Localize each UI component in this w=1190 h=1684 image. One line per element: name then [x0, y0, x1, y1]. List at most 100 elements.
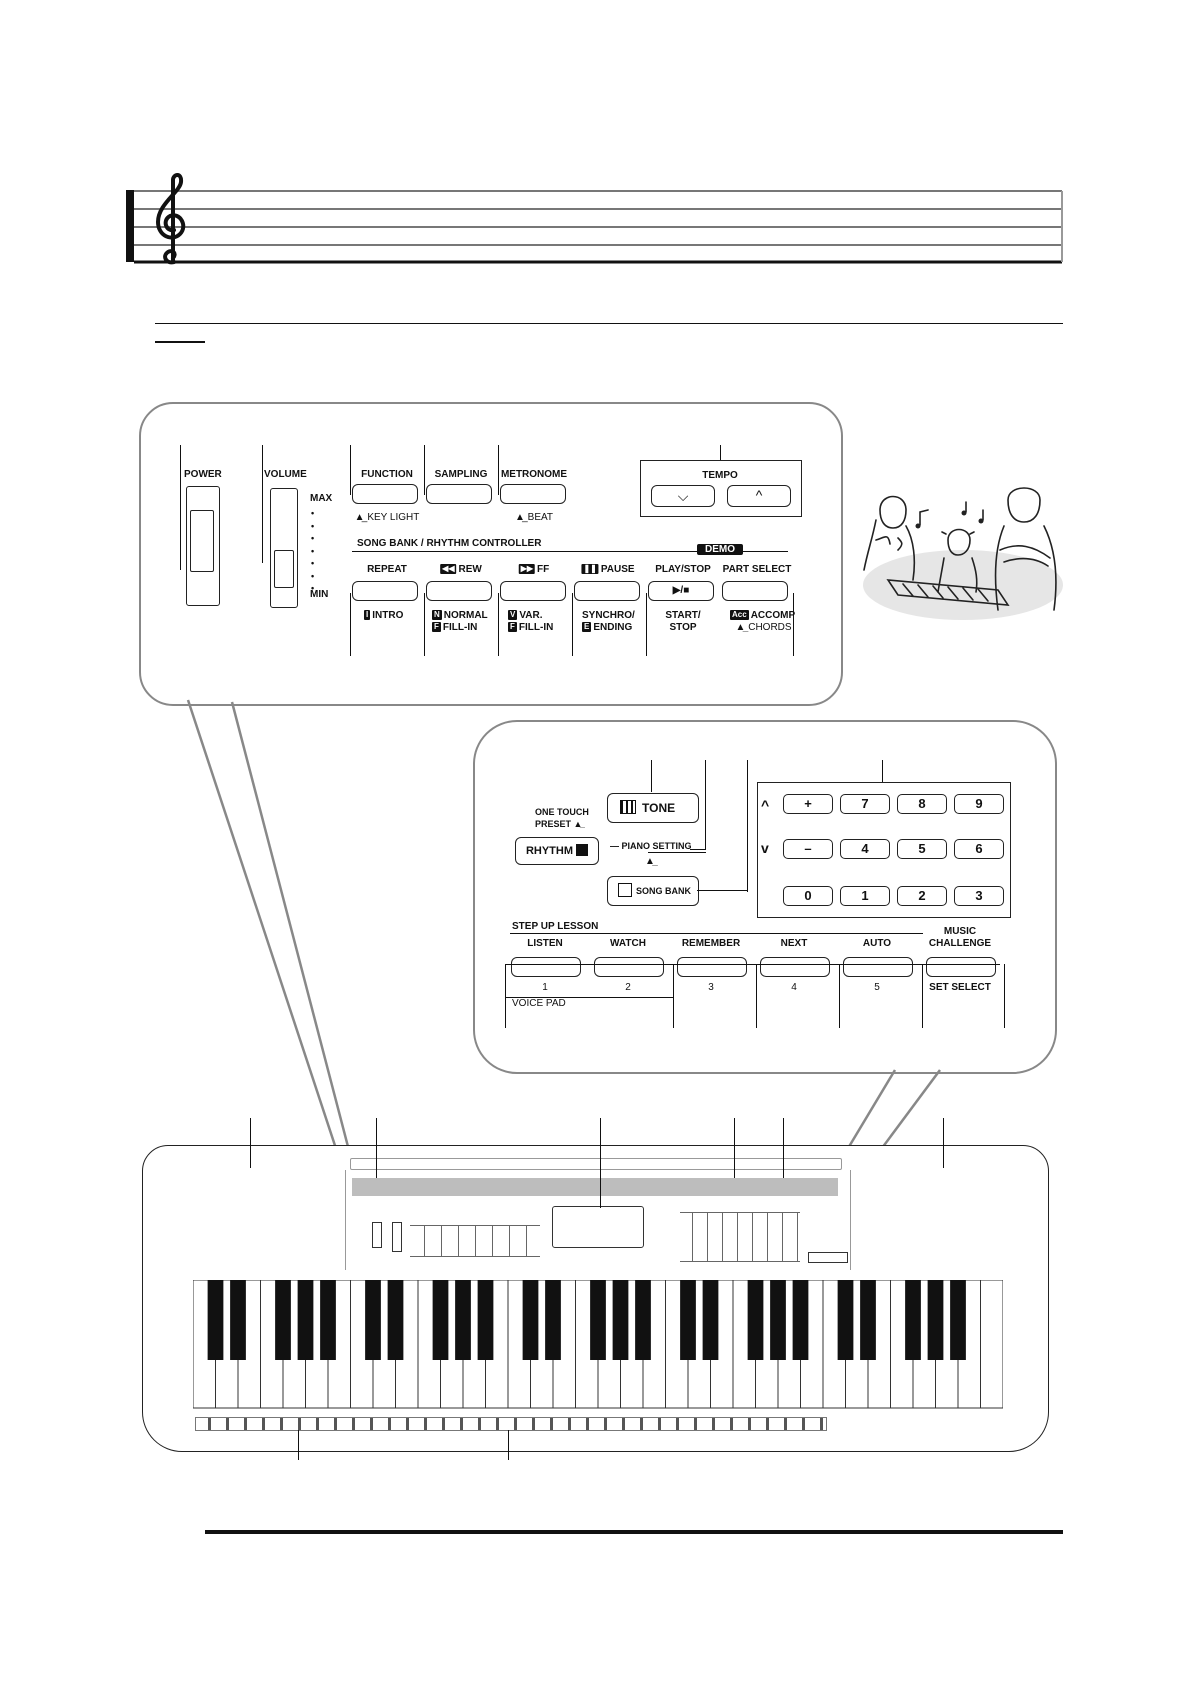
- listen-label: LISTEN: [527, 938, 563, 949]
- key-9[interactable]: 9: [954, 794, 1004, 814]
- leader-tempo: [720, 445, 721, 460]
- key-light-label: ▲̲ KEY LIGHT: [354, 512, 420, 523]
- key-minus[interactable]: –: [783, 839, 833, 859]
- section-rule: [155, 323, 1063, 324]
- tempo-down-button[interactable]: ⌵: [651, 485, 715, 507]
- volume-label: VOLUME: [264, 469, 307, 480]
- tone-button[interactable]: TONE: [607, 793, 699, 823]
- volume-slider-knob[interactable]: [274, 550, 294, 588]
- key-light-text: KEY LIGHT: [367, 512, 420, 523]
- rhythm-button[interactable]: RHYTHM: [515, 837, 599, 865]
- power-knob[interactable]: [190, 510, 214, 572]
- black-key: [747, 1280, 764, 1360]
- volume-max-label: MAX: [310, 493, 333, 504]
- leader-power: [180, 445, 181, 570]
- leader-pause: [572, 593, 573, 656]
- auto-button[interactable]: [843, 957, 913, 977]
- leader-function: [350, 445, 351, 495]
- remember-button[interactable]: [677, 957, 747, 977]
- preset-label: PRESET ▲̲: [535, 819, 583, 829]
- key-plus[interactable]: +: [783, 794, 833, 814]
- rhythm-icon: [576, 844, 589, 856]
- sampling-button[interactable]: [426, 484, 492, 504]
- start-text: START/: [665, 610, 701, 621]
- step-up-label: STEP UP LESSON: [512, 921, 599, 932]
- songbank-leader-h: [697, 890, 747, 891]
- volume-slider-track[interactable]: [270, 488, 298, 608]
- mini-volume: [392, 1222, 402, 1252]
- song-bank-icon: [618, 883, 632, 897]
- key-0[interactable]: 0: [783, 886, 833, 906]
- leader-kb-tone: [783, 1118, 784, 1178]
- leader-rew: [424, 593, 425, 656]
- key-7[interactable]: 7: [840, 794, 890, 814]
- rew-button[interactable]: [426, 581, 492, 601]
- pad-1-label: 1: [542, 982, 548, 993]
- black-key: [950, 1280, 966, 1360]
- one-touch-label: ONE TOUCH: [535, 807, 589, 817]
- bottom-strip: [195, 1417, 827, 1431]
- function-label: FUNCTION: [361, 469, 413, 480]
- metronome-label: METRONOME: [500, 469, 568, 480]
- ff-button[interactable]: [500, 581, 566, 601]
- black-key: [545, 1280, 561, 1360]
- next-button[interactable]: [760, 957, 830, 977]
- key-1[interactable]: 1: [840, 886, 890, 906]
- key-5[interactable]: 5: [897, 839, 947, 859]
- black-key: [905, 1280, 921, 1360]
- song-bank-button[interactable]: SONG BANK: [607, 876, 699, 906]
- black-key: [612, 1280, 629, 1360]
- controller-rule: [352, 551, 788, 552]
- key-6[interactable]: 6: [954, 839, 1004, 859]
- power-label: POWER: [184, 469, 222, 480]
- white-key: [980, 1280, 1003, 1409]
- metronome-button[interactable]: [500, 484, 566, 504]
- leader-sampling: [424, 445, 425, 495]
- family-illustration: [863, 487, 1063, 620]
- fill-text: FILL-IN: [442, 622, 478, 633]
- keyboard-sticker: [808, 1252, 848, 1263]
- leader-listen: [505, 964, 506, 1028]
- tempo-up-button[interactable]: ^: [727, 485, 791, 507]
- song-bank-hold-icon: ▲̲: [645, 856, 655, 867]
- rhythm-text: RHYTHM: [525, 845, 573, 857]
- keypad-box: [757, 782, 1011, 918]
- repeat-button[interactable]: [352, 581, 418, 601]
- key-2[interactable]: 2: [897, 886, 947, 906]
- leader-metronome: [498, 445, 499, 495]
- leader-repeat: [350, 593, 351, 656]
- intro-text: INTRO: [372, 610, 404, 621]
- voice-pad-rule: [505, 964, 1000, 965]
- pause-button[interactable]: [574, 581, 640, 601]
- key-8[interactable]: 8: [897, 794, 947, 814]
- next-label: NEXT: [780, 938, 808, 949]
- key-3[interactable]: 3: [954, 886, 1004, 906]
- challenge-text: CHALLENGE: [928, 938, 992, 949]
- watch-button[interactable]: [594, 957, 664, 977]
- leader-kb-speaker-right: [943, 1118, 944, 1168]
- tone-text: TONE: [642, 801, 676, 815]
- leader-part: [793, 593, 794, 656]
- song-bank-text: SONG BANK: [636, 886, 692, 896]
- black-key: [477, 1280, 494, 1360]
- part-select-button[interactable]: [722, 581, 788, 601]
- black-key: [230, 1280, 246, 1360]
- footer-rule: [205, 1530, 1063, 1534]
- keypad-down-icon: v: [761, 840, 769, 856]
- leader-songbank: [747, 760, 748, 892]
- piano-keys: [193, 1280, 1003, 1409]
- keypad-up-icon: ^: [761, 797, 770, 813]
- key-4[interactable]: 4: [840, 839, 890, 859]
- normal-text: NORMAL: [443, 610, 488, 621]
- step-up-rule: [510, 933, 923, 934]
- listen-button[interactable]: [511, 957, 581, 977]
- function-button[interactable]: [352, 484, 418, 504]
- pad-3-label: 3: [708, 982, 714, 993]
- play-stop-button[interactable]: ▶/■: [648, 581, 714, 601]
- black-key: [207, 1280, 224, 1360]
- fill-icon: F: [432, 622, 441, 632]
- music-challenge-button[interactable]: [926, 957, 996, 977]
- black-key: [635, 1280, 651, 1360]
